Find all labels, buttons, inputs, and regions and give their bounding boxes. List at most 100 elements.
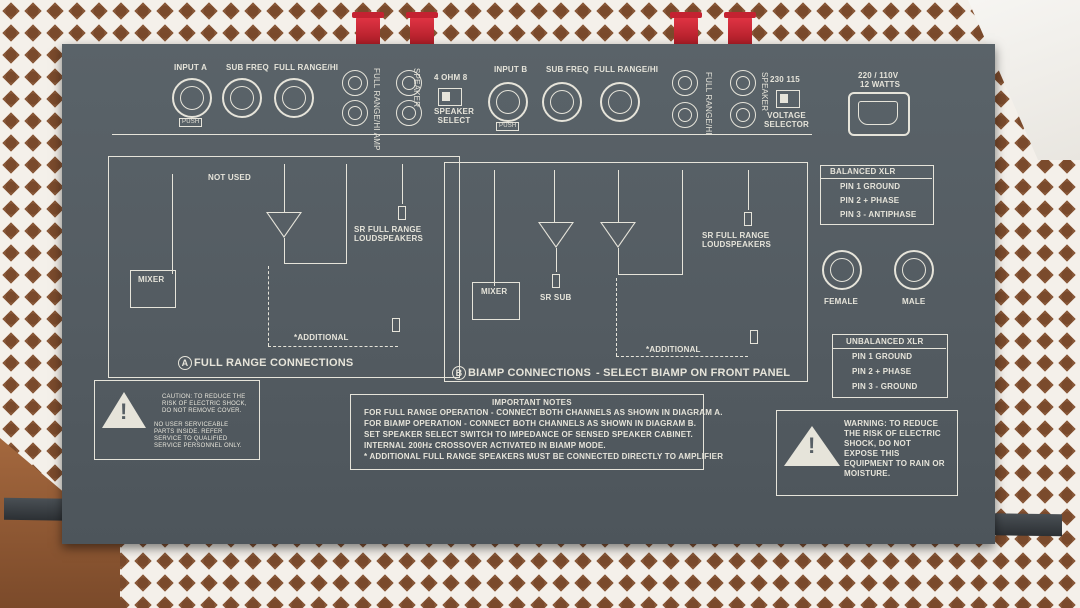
- amp-b2-symbol: [600, 222, 636, 248]
- speaker-terminal: [352, 12, 384, 46]
- warning-line2: THE RISK OF ELECTRIC: [844, 429, 941, 438]
- notes-line1: FOR FULL RANGE OPERATION - CONNECT BOTH …: [364, 408, 723, 417]
- loudspeaker-b-icon: [744, 212, 752, 226]
- wire: [494, 170, 495, 286]
- balanced-pin2: PIN 2 + PHASE: [840, 196, 900, 205]
- input-b-label: INPUT B: [494, 65, 528, 74]
- sub-freq-b-xlr[interactable]: [542, 82, 582, 122]
- diagram-a-letter: A: [178, 356, 192, 370]
- caution-line7: SERVICE PERSONNEL ONLY.: [154, 443, 242, 449]
- speaker-select-switch[interactable]: [438, 88, 462, 106]
- wire: [284, 164, 285, 212]
- push-b-label: PUSH: [496, 122, 520, 131]
- warning-triangle-icon: [784, 426, 840, 466]
- sr-full-range-a-label: SR FULL RANGE: [354, 225, 422, 234]
- speakon-a4[interactable]: [396, 100, 422, 126]
- full-range-b-label: FULL RANGE/HI: [704, 72, 713, 135]
- notes-title: IMPORTANT NOTES: [492, 398, 572, 407]
- table-divider: [820, 178, 932, 179]
- wire: [284, 238, 285, 263]
- input-a-xlr[interactable]: [172, 78, 212, 118]
- speaker-terminal: [724, 12, 756, 46]
- full-range-amp-label: FULL RANGE/HI AMP: [372, 68, 381, 151]
- unbalanced-pin2: PIN 2 + PHASE: [852, 367, 912, 376]
- mixer-a-label: MIXER: [138, 275, 165, 284]
- push-a-label: PUSH: [179, 118, 203, 127]
- sr-sub-label: SR SUB: [540, 293, 572, 302]
- wire: [172, 174, 173, 274]
- balanced-xlr-table: [820, 165, 934, 225]
- mixer-b-label: MIXER: [481, 287, 508, 296]
- dashed-wire: [616, 278, 617, 356]
- loudspeaker-icon: [398, 206, 406, 220]
- voltage-selector-switch[interactable]: [776, 90, 800, 108]
- full-range-hi-a-xlr[interactable]: [274, 78, 314, 118]
- speakon-b3[interactable]: [730, 70, 756, 96]
- power-label: 220 / 110V: [858, 71, 899, 80]
- male-label: MALE: [902, 297, 926, 306]
- table-divider: [832, 348, 946, 349]
- unbalanced-title: UNBALANCED XLR: [846, 337, 924, 346]
- caution-warning-icon: [102, 392, 146, 428]
- voltage-values-label: 230 115: [770, 75, 800, 84]
- female-label: FEMALE: [824, 297, 859, 306]
- sub-freq-a-xlr[interactable]: [222, 78, 262, 118]
- caution-box: [94, 380, 260, 460]
- important-notes-box: [350, 394, 704, 470]
- wire: [618, 274, 682, 275]
- wire: [346, 164, 347, 264]
- additional-speaker-b-icon: [750, 330, 758, 344]
- notes-line5: * ADDITIONAL FULL RANGE SPEAKERS MUST BE…: [364, 452, 724, 461]
- warning-line5: EQUIPMENT TO RAIN OR: [844, 459, 945, 468]
- mixer-a-box: [130, 270, 176, 308]
- speakon-b4[interactable]: [730, 102, 756, 128]
- rear-panel: INPUT A PUSH SUB FREQ FULL RANGE/HI FULL…: [62, 44, 995, 544]
- wire: [618, 170, 619, 222]
- additional-a-label: *ADDITIONAL: [294, 333, 349, 342]
- notes-line2: FOR BIAMP OPERATION - CONNECT BOTH CHANN…: [364, 419, 697, 428]
- loudspeakers-a-label: LOUDSPEAKERS: [354, 234, 424, 243]
- wire: [682, 170, 683, 275]
- caution-line1: CAUTION: TO REDUCE THE: [162, 394, 246, 400]
- loudspeakers-b-label: LOUDSPEAKERS: [702, 240, 772, 249]
- amp-a-label: AMP: [273, 214, 290, 221]
- mixer-b-box: [472, 282, 520, 320]
- warning-line1: WARNING: TO REDUCE: [844, 419, 939, 428]
- balanced-title: BALANCED XLR: [830, 167, 896, 176]
- diagram-b-title: BIAMP CONNECTIONS: [468, 367, 591, 379]
- warning-line4: EXPOSE THIS: [844, 449, 900, 458]
- additional-speaker-icon: [392, 318, 400, 332]
- full-range-hi-b-label: FULL RANGE/HI: [594, 65, 659, 74]
- input-b-xlr[interactable]: [488, 82, 528, 122]
- additional-b-label: *ADDITIONAL: [646, 345, 701, 354]
- full-range-hi-b-xlr[interactable]: [600, 82, 640, 122]
- caution-line2: RISK OF ELECTRIC SHOCK,: [162, 401, 247, 407]
- speakon-a2[interactable]: [342, 100, 368, 126]
- speakon-b1[interactable]: [672, 70, 698, 96]
- watts-label: 12 WATTS: [860, 80, 901, 89]
- unbalanced-xlr-table: [832, 334, 948, 398]
- warning-box: [776, 410, 958, 496]
- female-xlr-diagram: [822, 250, 862, 290]
- balanced-pin3: PIN 3 - ANTIPHASE: [840, 210, 917, 219]
- divider-line: [112, 134, 812, 135]
- diagram-a-title: FULL RANGE CONNECTIONS: [194, 357, 354, 369]
- speakon-b2[interactable]: [672, 102, 698, 128]
- wire: [554, 170, 555, 222]
- speaker-terminal: [670, 12, 702, 46]
- notes-line4: INTERNAL 200Hz CROSSOVER ACTIVATED IN BI…: [364, 441, 606, 450]
- unbalanced-pin1: PIN 1 GROUND: [852, 352, 913, 361]
- speakon-a1[interactable]: [342, 70, 368, 96]
- unbalanced-pin3: PIN 3 - GROUND: [852, 382, 918, 391]
- caution-line6: SERVICE TO QUALIFIED: [154, 436, 228, 442]
- diagram-b-subtitle: - SELECT BIAMP ON FRONT PANEL: [596, 367, 791, 379]
- amp-b2-label: AMP: [607, 224, 624, 231]
- iec-power-inlet[interactable]: [848, 92, 910, 136]
- amp-a-symbol: [266, 212, 302, 238]
- speakon-a3[interactable]: [396, 70, 422, 96]
- caution-line5: PARTS INSIDE. REFER: [154, 429, 223, 435]
- amp-b1-symbol: [538, 222, 574, 248]
- warning-line6: MOISTURE.: [844, 469, 891, 478]
- wire: [618, 248, 619, 274]
- caution-line4: NO USER SERVICEABLE: [154, 422, 229, 428]
